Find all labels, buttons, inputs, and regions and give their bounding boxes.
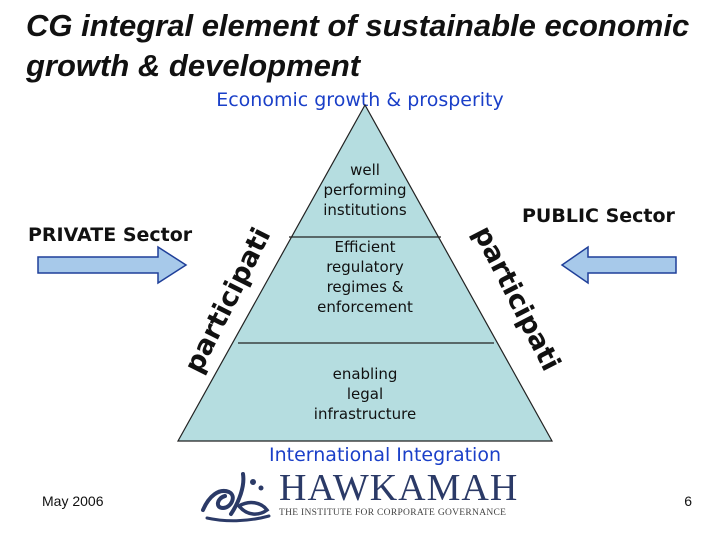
tier-line: enabling: [332, 365, 398, 383]
private-sector-label: PRIVATE Sector: [28, 224, 193, 246]
tier-line: regimes &: [326, 278, 404, 296]
tier-line: regulatory: [326, 258, 404, 276]
page-number: 6: [684, 493, 692, 509]
hawkamah-logo: HAWKAMAH THE INSTITUTE FOR CORPORATE GOV…: [195, 466, 535, 526]
tier-regulatory: Efficient regulatory regimes & enforceme…: [290, 237, 440, 317]
tier-line: performing: [323, 181, 407, 199]
logo-wordmark: HAWKAMAH: [279, 467, 519, 509]
public-sector-label: PUBLIC Sector: [522, 205, 675, 227]
tier-line: institutions: [323, 201, 407, 219]
public-arrow: [560, 245, 677, 285]
slide-title: CG integral element of sustainable econo…: [26, 6, 716, 86]
tier-institutions: well performing institutions: [305, 160, 425, 220]
title-line-2: growth & development: [26, 48, 361, 83]
pyramid-shape: [176, 103, 554, 442]
tier-legal-infrastructure: enabling legal infrastructure: [280, 364, 450, 424]
tier-line: enforcement: [317, 298, 413, 316]
tier-line: well: [350, 161, 380, 179]
tier-line: legal: [346, 385, 384, 403]
tier-line: infrastructure: [313, 405, 417, 423]
participation-left-label: participation: [0, 0, 277, 378]
private-arrow: [37, 245, 188, 285]
pyramid-bottom-label: International Integration: [269, 444, 501, 466]
calligraphy-emblem-icon: [201, 472, 271, 523]
pyramid-top-label: Economic growth & prosperity: [216, 89, 504, 111]
footer-date: May 2006: [42, 493, 104, 509]
tier-line: Efficient: [334, 238, 396, 256]
logo-tagline: THE INSTITUTE FOR CORPORATE GOVERNANCE: [279, 508, 507, 518]
title-line-1: CG integral element of sustainable econo…: [26, 8, 690, 43]
